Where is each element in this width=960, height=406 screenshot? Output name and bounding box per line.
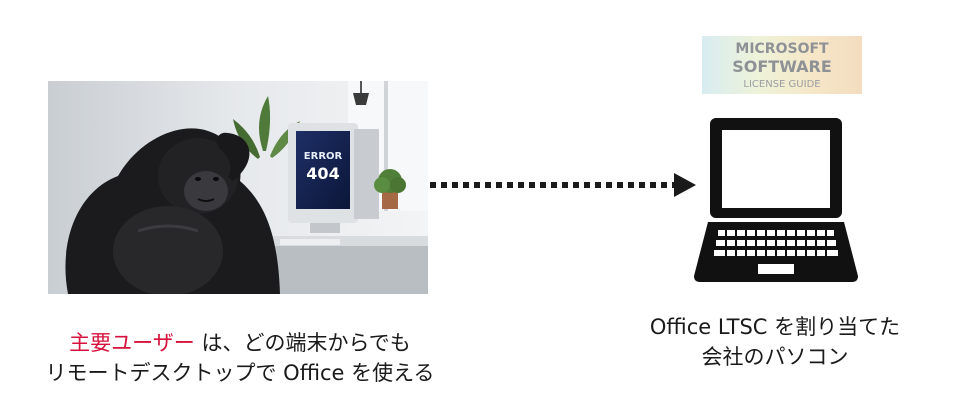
logo-line3: LICENSE GUIDE: [743, 79, 820, 90]
error-code: 404: [306, 164, 339, 183]
left-caption-line2: リモートデスクトップで Office を使える: [45, 361, 435, 385]
dotted-arrow: [430, 170, 700, 200]
right-caption: Office LTSC を割り当てた 会社のパソコン: [600, 312, 950, 372]
right-caption-line2: 会社のパソコン: [701, 345, 849, 369]
main-user-highlight: 主要ユーザー: [69, 331, 195, 355]
right-caption-line1: Office LTSC を割り当てた: [649, 315, 901, 339]
plant-right: [374, 169, 406, 209]
gorilla: [65, 128, 280, 294]
left-caption-line1-rest: は、どの端末からでも: [194, 331, 411, 355]
arrow-head-icon: [674, 173, 696, 197]
license-guide-logo: MICROSOFT SOFTWARE LICENSE GUIDE: [702, 36, 862, 94]
logo-line2: SOFTWARE: [732, 57, 832, 76]
gorilla-photo: ERROR 404: [48, 81, 428, 294]
left-caption: 主要ユーザー は、どの端末からでも リモートデスクトップで Office を使え…: [10, 328, 470, 388]
laptop-icon: [692, 116, 860, 284]
logo-line1: MICROSOFT: [735, 41, 829, 57]
error-label: ERROR: [304, 151, 343, 162]
left-caption-line1: 主要ユーザー は、どの端末からでも: [10, 328, 470, 358]
monitor: ERROR 404: [288, 123, 379, 233]
